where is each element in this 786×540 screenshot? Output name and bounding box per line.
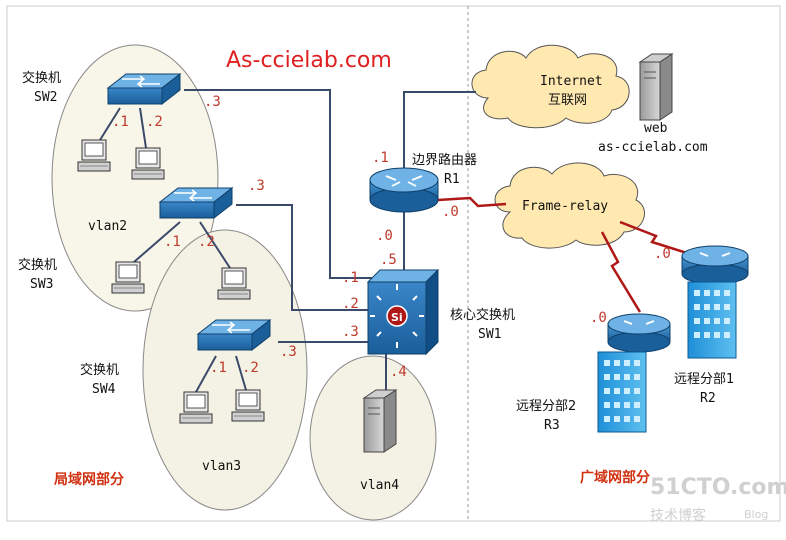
- vlan3-label: vlan3: [202, 459, 241, 474]
- ip-sw1-p2: .2: [342, 296, 359, 312]
- web-domain: as-ccielab.com: [598, 140, 708, 155]
- building-r3-icon: [597, 351, 647, 433]
- sw2-name: SW2: [34, 90, 57, 105]
- ip-sw1-p1: .1: [342, 270, 359, 286]
- core-switch-sw1-icon: Si: [366, 268, 440, 356]
- ip-sw1-server: .4: [390, 364, 407, 380]
- pc-sw3-2-icon: [217, 267, 251, 300]
- building-r2-icon: [687, 281, 737, 359]
- ip-r1-inet: .1: [372, 150, 389, 166]
- vlan4-label: vlan4: [360, 478, 399, 493]
- outer-frame: [6, 5, 781, 522]
- ip-sw1-up: .5: [380, 252, 397, 268]
- svg-text:Si: Si: [391, 311, 403, 324]
- internet-label: Internet: [540, 74, 603, 89]
- ip-sw2-up: .3: [204, 94, 221, 110]
- ip-r1-fr: .0: [442, 204, 459, 220]
- r2-label: 远程分部1: [674, 372, 734, 387]
- pc-sw3-1-icon: [111, 261, 145, 294]
- sw4-label: 交换机: [80, 362, 119, 378]
- web-server-icon: [638, 53, 674, 121]
- page-title: As-ccielab.com: [226, 48, 392, 73]
- r1-name: R1: [444, 172, 460, 187]
- router-r1-icon: [369, 167, 439, 213]
- vlan2-label: vlan2: [88, 219, 127, 234]
- r1-label: 边界路由器: [412, 152, 477, 168]
- sw3-label: 交换机: [18, 257, 57, 273]
- links: [99, 89, 691, 393]
- r3-label: 远程分部2: [516, 399, 576, 414]
- pc-sw4-2-icon: [231, 389, 265, 422]
- ip-r3: .0: [590, 310, 607, 326]
- lan-section-label: 局域网部分: [54, 471, 124, 488]
- ip-r2: .0: [654, 246, 671, 262]
- watermark-blog: Blog: [744, 508, 768, 521]
- pc-sw2-1-icon: [77, 139, 111, 172]
- web-label: web: [644, 121, 668, 136]
- router-r2-icon: [681, 245, 749, 285]
- ip-sw4-pc2: .2: [242, 360, 259, 376]
- vlan3-area: [142, 229, 308, 511]
- sw2-label: 交换机: [22, 70, 61, 86]
- ip-sw3-up: .3: [248, 178, 265, 194]
- ip-sw3-pc1: .1: [164, 234, 181, 250]
- r2-name: R2: [700, 391, 716, 406]
- router-r3-icon: [607, 313, 671, 353]
- ip-sw4-up: .3: [280, 344, 297, 360]
- ip-sw2-pc1: .1: [112, 114, 129, 130]
- pc-sw4-1-icon: [179, 391, 213, 424]
- watermark-logo: 51CTO.com: [650, 475, 786, 500]
- frame-relay-cloud: [494, 162, 646, 249]
- frame-relay-label: Frame-relay: [522, 199, 608, 214]
- ip-sw4-pc1: .1: [210, 360, 227, 376]
- ip-sw3-pc2: .2: [198, 234, 215, 250]
- sw1-label: 核心交换机: [450, 307, 515, 323]
- ip-sw1-p3: .3: [342, 324, 359, 340]
- internet-sublabel: 互联网: [548, 93, 587, 108]
- ip-r1-down: .0: [376, 228, 393, 244]
- r3-name: R3: [544, 418, 560, 433]
- wan-section-label: 广域网部分: [580, 469, 650, 486]
- internet-cloud: [471, 44, 630, 129]
- sw1-name: SW1: [478, 327, 501, 342]
- ip-sw2-pc2: .2: [146, 114, 163, 130]
- sw4-name: SW4: [92, 382, 116, 397]
- watermark-text: 技术博客: [650, 507, 706, 524]
- sw3-name: SW3: [30, 277, 53, 292]
- vlan4-server-icon: [362, 389, 398, 453]
- pc-sw2-2-icon: [131, 147, 165, 180]
